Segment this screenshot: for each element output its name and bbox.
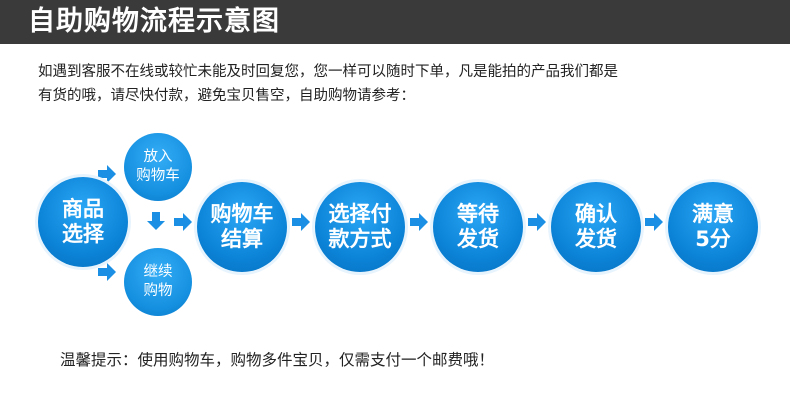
step-label: 继续 购物 [143, 264, 173, 299]
arrow-step-2 [292, 213, 310, 231]
tip-text: 温馨提示：使用购物车，购物多件宝贝，仅需支付一个邮费哦！ [60, 351, 495, 369]
intro-text: 如遇到客服不在线或较忙未能及时回复您，您一样可以随时下单，凡是能拍的产品我们都是… [38, 60, 768, 108]
step-cart-checkout: 购物车 结算 [197, 182, 287, 272]
arrow-step-5 [645, 213, 663, 231]
intro-line-2: 有货的哦，请尽快付款，避免宝贝售空，自助购物请参考： [38, 88, 415, 104]
arrow-to-continue [98, 263, 116, 281]
step-product-select: 商品 选择 [38, 177, 128, 267]
step-label: 确认 发货 [575, 202, 617, 251]
step-continue-shopping: 继续 购物 [124, 248, 192, 316]
page-title: 自助购物流程示意图 [28, 6, 280, 37]
step-label: 满意 5分 [692, 202, 734, 251]
step-label: 购物车 结算 [210, 202, 274, 251]
step-label: 等待 发货 [457, 202, 499, 251]
arrow-step-3 [410, 213, 428, 231]
step-label: 放入 购物车 [136, 149, 180, 184]
step-confirm-delivery: 确认 发货 [551, 182, 641, 272]
step-await-shipping: 等待 发货 [433, 182, 523, 272]
header-bar: 自助购物流程示意图 [0, 0, 790, 44]
step-label: 选择付 款方式 [328, 202, 392, 251]
arrow-down-icon [147, 212, 165, 230]
step-add-to-cart: 放入 购物车 [124, 133, 192, 201]
arrow-step-4 [528, 213, 546, 231]
arrow-to-checkout [174, 213, 192, 231]
step-label: 商品 选择 [62, 197, 104, 246]
step-five-star-review: 满意 5分 [668, 182, 758, 272]
step-payment-method: 选择付 款方式 [315, 182, 405, 272]
intro-line-1: 如遇到客服不在线或较忙未能及时回复您，您一样可以随时下单，凡是能拍的产品我们都是 [38, 64, 618, 80]
